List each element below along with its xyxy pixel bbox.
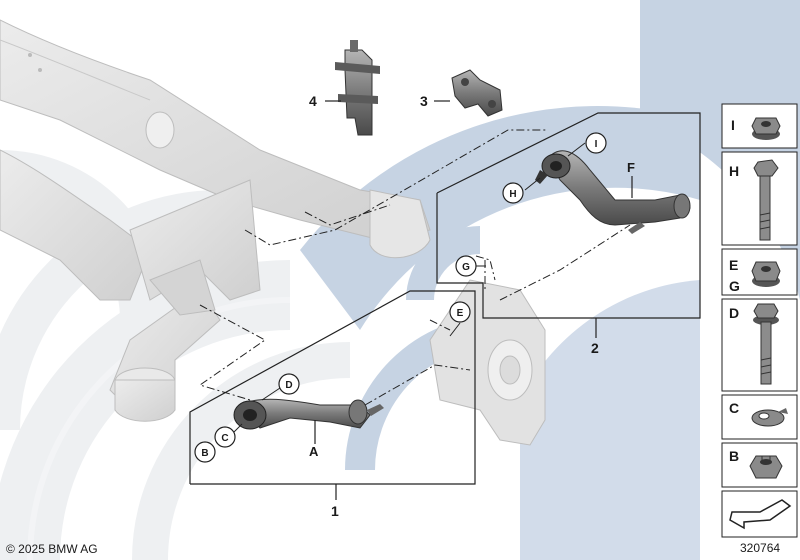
- rear-subframe: [0, 19, 431, 422]
- bracket-part-4: [335, 40, 380, 136]
- label-A: A: [309, 444, 319, 459]
- diagram-number: 320764: [740, 541, 780, 555]
- svg-text:H: H: [509, 189, 516, 200]
- flange-nut-icon: [751, 117, 781, 140]
- group-2-box: [436, 112, 701, 319]
- svg-text:B: B: [201, 448, 208, 459]
- side-item-I: I: [721, 103, 798, 149]
- wheel-carrier: [429, 279, 546, 446]
- svg-text:I: I: [731, 117, 735, 133]
- circle-I: [585, 132, 607, 154]
- svg-text:C: C: [221, 433, 228, 444]
- circle-D: [278, 373, 300, 395]
- callout-4: 4: [309, 93, 317, 109]
- eccentric-washer-icon: [751, 408, 788, 427]
- castle-nut-icon: [749, 455, 783, 479]
- circle-C: [214, 426, 236, 448]
- side-item-D: D: [721, 298, 798, 392]
- svg-text:I: I: [595, 139, 598, 150]
- copyright: © 2025 BMW AG: [6, 542, 98, 556]
- upper-control-arm-F: [535, 150, 691, 234]
- circle-E: [449, 301, 471, 323]
- letter-labels: F A: [309, 160, 635, 459]
- svg-text:E: E: [729, 257, 738, 273]
- side-item-C: C: [721, 394, 798, 440]
- group-1-box: [189, 290, 476, 485]
- svg-text:D: D: [729, 305, 739, 321]
- circled-labels: I H G E D C B: [194, 132, 607, 463]
- side-parts-panel: I H E G: [721, 103, 798, 538]
- circle-G: [455, 255, 477, 277]
- svg-text:C: C: [729, 400, 739, 416]
- svg-text:G: G: [729, 278, 740, 294]
- arrow-left-icon: [729, 499, 792, 530]
- flange-nut-icon: [751, 261, 781, 287]
- label-F: F: [627, 160, 635, 175]
- svg-text:G: G: [462, 262, 470, 273]
- hex-bolt-icon: [753, 159, 779, 241]
- lower-control-arm-A: [233, 398, 384, 430]
- dashed-leaders: [198, 129, 631, 406]
- callout-2: 2: [591, 340, 599, 356]
- callout-3: 3: [420, 93, 428, 109]
- side-item-B: B: [721, 442, 798, 488]
- circle-H: [502, 182, 524, 204]
- circle-B: [194, 441, 216, 463]
- flange-bolt-icon: [753, 303, 779, 385]
- callout-numbers: 4 3 2 1: [309, 93, 599, 519]
- side-item-H: H: [721, 151, 798, 246]
- bracket-part-3: [451, 69, 503, 117]
- svg-text:E: E: [457, 308, 464, 319]
- svg-text:B: B: [729, 448, 739, 464]
- side-item-EG: E G: [721, 248, 798, 296]
- side-item-arrow: [721, 490, 798, 538]
- svg-text:H: H: [729, 163, 739, 179]
- callout-1: 1: [331, 503, 339, 519]
- svg-text:D: D: [285, 380, 292, 391]
